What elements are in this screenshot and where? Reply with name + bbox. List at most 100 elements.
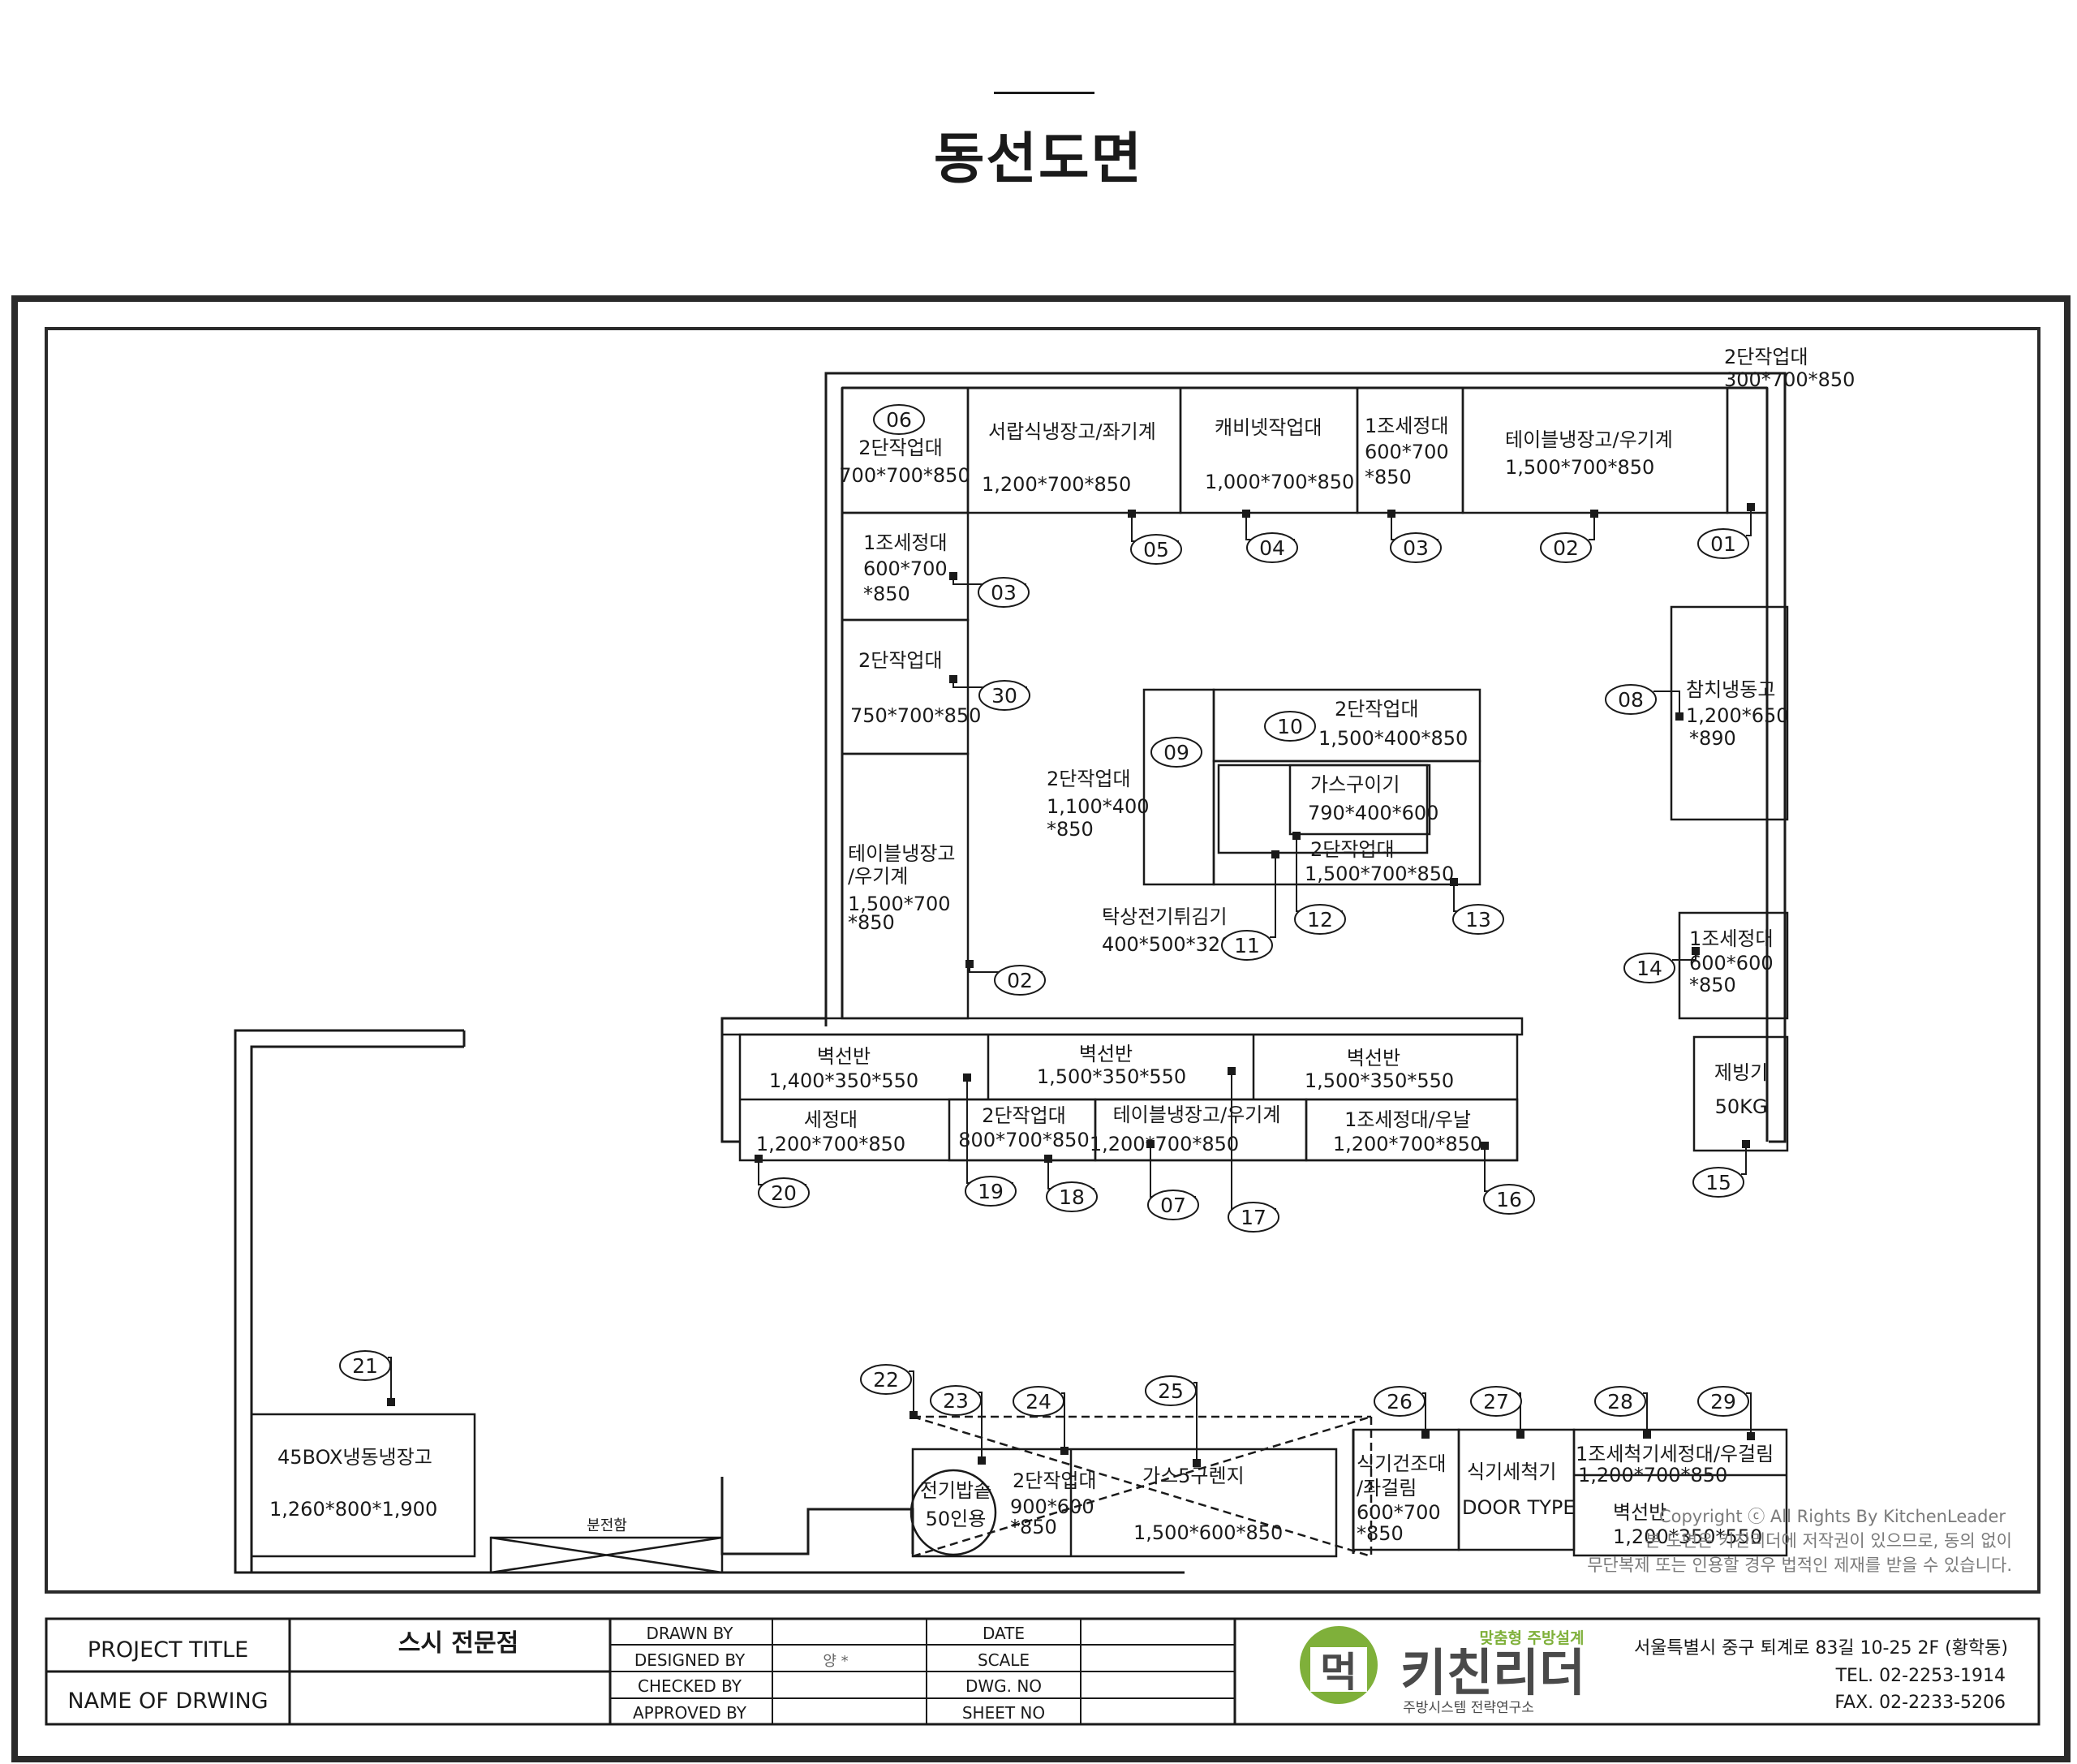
tag-number: 13 xyxy=(1465,908,1491,931)
tag-ellipse xyxy=(1046,1181,1098,1212)
tag-leader-line xyxy=(1746,1392,1752,1436)
tag-number: 21 xyxy=(352,1354,378,1378)
tag-anchor xyxy=(1128,510,1136,518)
label-04-name: 캐비넷작업대 xyxy=(1215,416,1322,439)
tag-leader-line xyxy=(1193,1382,1198,1463)
label-08-name: 참치냉동고 xyxy=(1686,678,1775,701)
tag-number: 17 xyxy=(1241,1206,1266,1229)
designer-value: 양 * xyxy=(823,1653,848,1670)
tag-anchor xyxy=(965,960,974,968)
tag-ellipse xyxy=(978,577,1030,608)
tag-number: 27 xyxy=(1483,1390,1509,1413)
label-07-name: 테이블냉장고/우기계 xyxy=(1113,1104,1281,1126)
company-fax: FAX. 02-2233-5206 xyxy=(1834,1693,2006,1713)
label-21-size: 1,260*800*1,900 xyxy=(269,1498,437,1521)
label-23-size: 50인용 xyxy=(926,1508,987,1530)
label-28-name: 1조세척기세정대/우걸림 xyxy=(1576,1443,1774,1465)
label-21-name: 45BOX냉동냉장고 xyxy=(277,1446,432,1469)
label-03-size2: *850 xyxy=(1365,466,1412,488)
tag-ellipse xyxy=(978,680,1030,711)
label-07-size: 1,200*700*850 xyxy=(1090,1133,1239,1155)
project-title-label: PROJECT TITLE xyxy=(88,1637,248,1663)
tag-number: 15 xyxy=(1705,1171,1731,1194)
tag-anchor xyxy=(1146,1140,1155,1148)
company-tel: TEL. 02-2253-1914 xyxy=(1835,1666,2006,1686)
tag-ellipse xyxy=(1147,1190,1199,1220)
label-11-size: 400*500*320 xyxy=(1102,933,1232,956)
tag-ellipse xyxy=(1697,1386,1749,1417)
tag-number: 05 xyxy=(1143,538,1169,561)
label-24-size2: *850 xyxy=(1010,1516,1057,1538)
tag-ellipse xyxy=(1390,532,1442,563)
tag-leader-line xyxy=(1653,691,1680,716)
label-02b-line2: /우기계 xyxy=(848,865,908,888)
label-02b-line1: 테이블냉장고 xyxy=(848,842,955,865)
tag-ellipse xyxy=(1692,1167,1744,1198)
tag-number: 02 xyxy=(1553,536,1579,560)
tag-number: 10 xyxy=(1277,715,1303,738)
tag-number: 26 xyxy=(1387,1390,1413,1413)
label-26-size2: *850 xyxy=(1357,1522,1404,1545)
label-15-size: 50KG xyxy=(1715,1095,1768,1118)
tag-number: 20 xyxy=(771,1181,797,1205)
label-12-name: 가스구이기 xyxy=(1310,773,1400,796)
tag-number: 28 xyxy=(1607,1390,1633,1413)
label-shelf-a-name: 벽선반 xyxy=(817,1045,871,1068)
tag-ellipse xyxy=(1228,1202,1279,1233)
company-logo: 먹 맞춤형 주방설계 키친리더 주방시스템 전략연구소 xyxy=(1300,1626,1585,1716)
tag-number: 25 xyxy=(1158,1379,1184,1403)
wall-storage-inner xyxy=(250,1045,464,1573)
label-13-size: 1,500*700*850 xyxy=(1305,863,1454,885)
label-08-size2: *890 xyxy=(1689,727,1736,750)
label-26-size1: 600*700 xyxy=(1357,1501,1441,1524)
tag-leader-line xyxy=(1061,1392,1065,1451)
tag-anchor xyxy=(1742,1140,1750,1148)
tag-anchor xyxy=(1387,510,1395,518)
tag-anchor xyxy=(1271,850,1279,858)
label-03b-size2: *850 xyxy=(863,583,910,605)
approved-by-label: APPROVED BY xyxy=(633,1703,747,1723)
label-09-size1: 1,100*400 xyxy=(1047,795,1150,818)
label-03b-size1: 600*700 xyxy=(863,557,948,580)
tag-anchor xyxy=(949,675,957,683)
tag-ellipse xyxy=(1605,684,1657,715)
label-27-size: DOOR TYPE xyxy=(1462,1496,1576,1519)
label-shelf-a-size: 1,400*350*550 xyxy=(769,1069,918,1092)
label-18-size: 800*700*850 xyxy=(958,1129,1089,1151)
tag-ellipse xyxy=(1013,1386,1064,1417)
dwg-no-label: DWG. NO xyxy=(965,1676,1042,1696)
label-14-name: 1조세정대 xyxy=(1689,927,1774,950)
tag-leader-line xyxy=(1422,1392,1426,1435)
label-25-size: 1,500*600*850 xyxy=(1133,1521,1283,1544)
label-14-size1: 600*600 xyxy=(1689,952,1774,975)
tag-anchor xyxy=(949,572,957,580)
label-15-name: 제빙기 xyxy=(1714,1061,1768,1084)
label-06-name: 2단작업대 xyxy=(858,437,943,459)
tag-anchor xyxy=(1675,712,1684,721)
tag-ellipse xyxy=(1246,532,1298,563)
tag-number: 08 xyxy=(1618,688,1644,712)
label-08-size1: 1,200*650 xyxy=(1686,704,1789,727)
label-01-size: 300*700*850 xyxy=(1724,368,1855,391)
tag-anchor xyxy=(909,1411,918,1419)
tag-ellipse xyxy=(1483,1184,1535,1215)
label-03-size1: 600*700 xyxy=(1365,441,1449,463)
date-label: DATE xyxy=(983,1624,1025,1643)
scale-label: SCALE xyxy=(978,1650,1030,1670)
tag-ellipse xyxy=(1145,1375,1197,1406)
tag-ellipse xyxy=(1221,930,1273,961)
label-20-name: 세정대 xyxy=(804,1108,858,1131)
label-09-name: 2단작업대 xyxy=(1047,768,1131,790)
label-01-name: 2단작업대 xyxy=(1724,346,1808,368)
tag-number: 09 xyxy=(1163,741,1189,764)
label-16-size: 1,200*700*850 xyxy=(1333,1133,1482,1155)
logo-sub: 주방시스템 전략연구소 xyxy=(1403,1700,1534,1716)
drawing-name-label: NAME OF DRWING xyxy=(67,1689,268,1714)
tag-number: 24 xyxy=(1026,1390,1051,1413)
tag-number: 30 xyxy=(991,684,1017,708)
label-06-size: 700*700*850 xyxy=(839,464,970,487)
label-02-size: 1,500*700*850 xyxy=(1505,456,1654,479)
tag-number: 03 xyxy=(1403,536,1429,560)
tag-leader-line xyxy=(1270,854,1276,938)
tag-number: 03 xyxy=(991,581,1017,604)
